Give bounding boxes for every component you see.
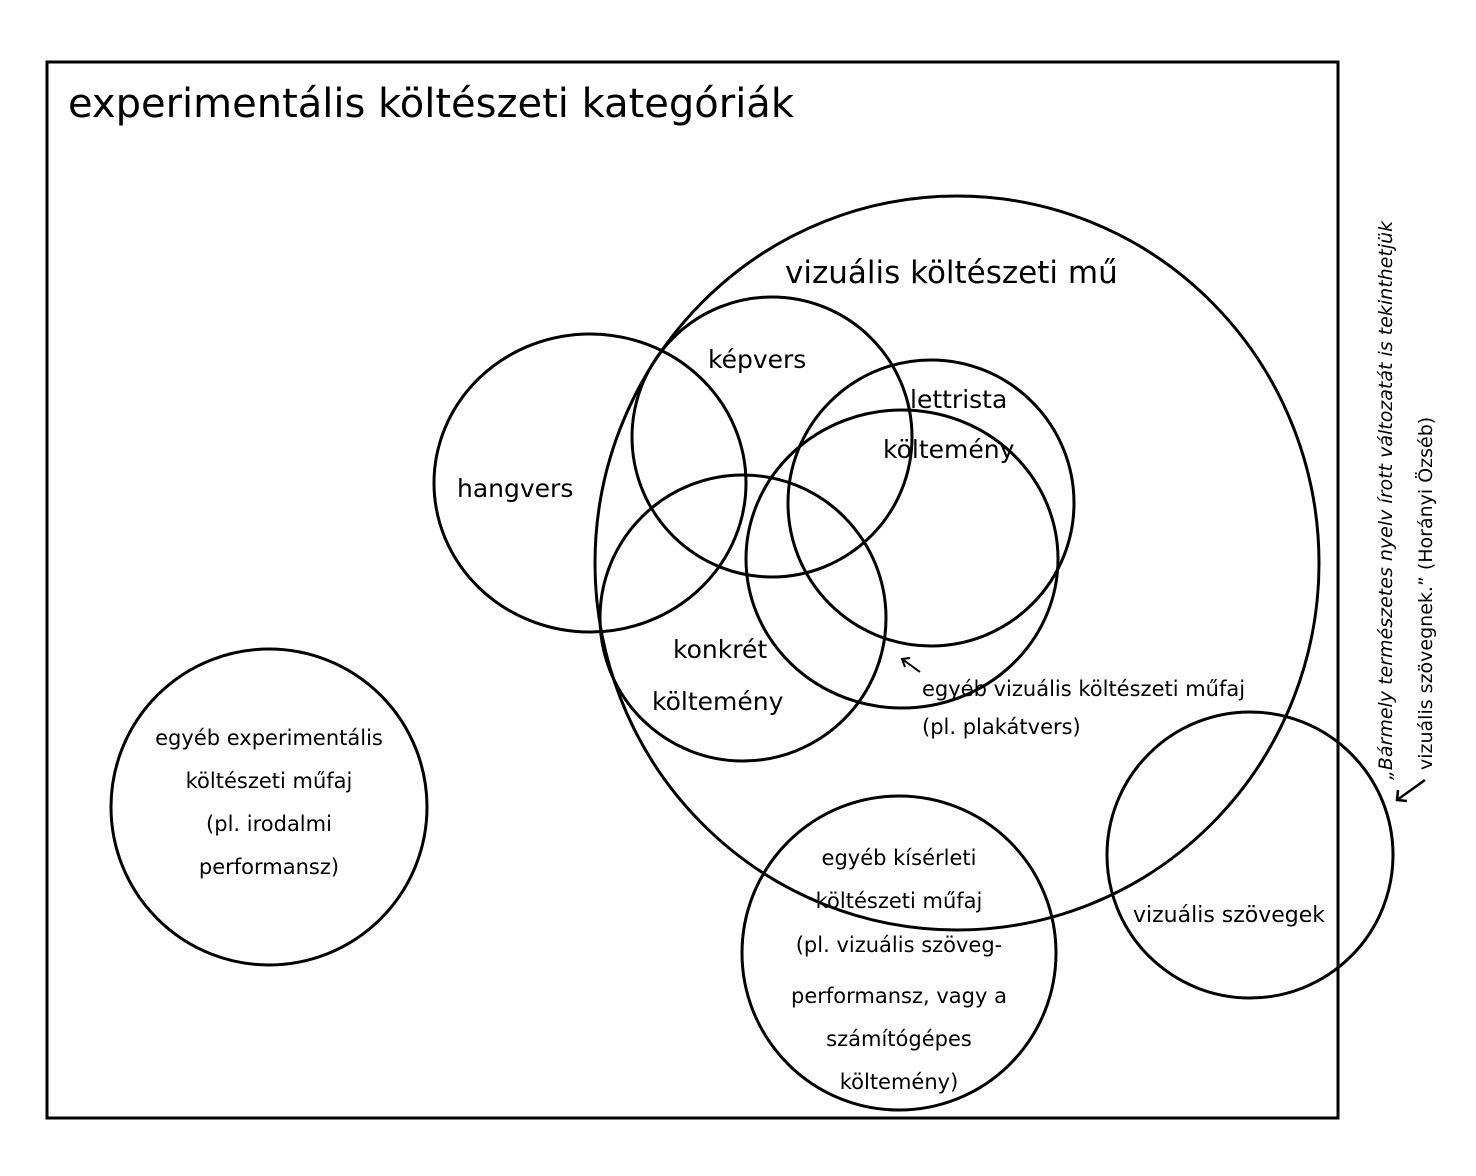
label-other-kiserleti-6: költemény) [840,1070,959,1094]
label-other-experimental-3: (pl. irodalmi [206,812,332,836]
label-other-experimental-2: költészeti műfaj [186,769,353,793]
label-visual-poetic-work: vizuális költészeti mű [785,255,1118,291]
side-note-line2: vizuális szövegnek.” (Horányi Özséb) [1414,417,1437,770]
diagram-frame [45,60,1340,1120]
side-arrow-icon [1395,778,1426,803]
label-hangvers: hangvers [457,474,573,503]
circle-other-experimental [109,647,429,967]
label-kepvers: képvers [708,345,806,374]
label-other-kiserleti-2: költészeti műfaj [816,889,983,913]
label-konkret-2: költemény [652,687,784,716]
label-other-kiserleti-5: számítógépes [826,1027,972,1051]
circle-lettrista [786,358,1076,648]
label-other-kiserleti-1: egyéb kísérleti [822,846,977,870]
circle-visual-texts [1105,710,1395,1000]
circle-hangvers [432,332,748,634]
label-other-experimental-1: egyéb experimentális [155,726,383,750]
label-konkret-1: konkrét [673,635,767,664]
circle-kepvers [630,295,914,579]
circle-other-kiserleti [740,794,1058,1112]
circle-visual-poetic-work [593,194,1321,932]
arrow-icon [900,657,921,673]
label-lettrista-2: költemény [883,435,1015,464]
label-other-kiserleti-3: (pl. vizuális szöveg- [796,933,1003,957]
diagram-title: experimentális költészeti kategóriák [68,81,795,127]
circle-other-visual [744,408,1060,710]
label-other-kiserleti-4: performansz, vagy a [791,984,1007,1008]
label-lettrista-1: lettrista [910,385,1007,414]
label-other-visual-1: egyéb vizuális költészeti műfaj [922,677,1245,701]
label-other-visual-2: (pl. plakátvers) [922,715,1081,739]
side-note-line1: „Bármely természetes nyelv írott változa… [1375,220,1397,780]
label-other-experimental-4: performansz) [199,855,339,879]
label-visual-texts: vizuális szövegek [1133,903,1325,928]
circle-konkret [598,473,888,763]
